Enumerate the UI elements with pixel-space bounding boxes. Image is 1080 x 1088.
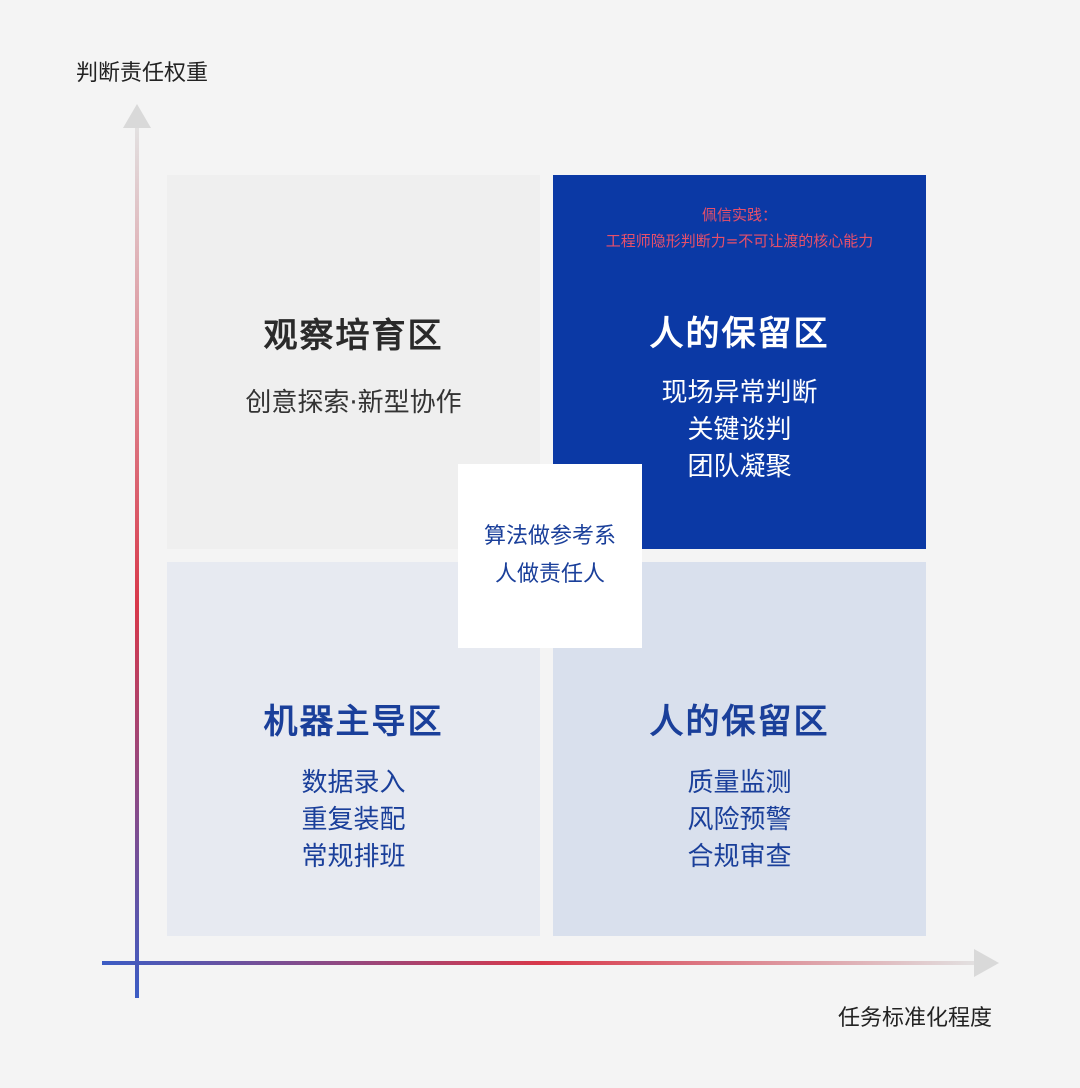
quadrant-item: 常规排班 bbox=[301, 842, 406, 872]
quadrant-title: 观察培育区 bbox=[263, 316, 444, 356]
quadrant-item: 重复装配 bbox=[301, 805, 406, 835]
y-axis-arrow-icon bbox=[123, 104, 151, 128]
quadrant-items: 创意探索·新型协作 bbox=[245, 385, 461, 422]
quadrant-item: 团队凝聚 bbox=[687, 452, 792, 482]
quadrant-title: 人的保留区 bbox=[649, 314, 830, 354]
x-axis-label: 任务标准化程度 bbox=[838, 1006, 993, 1031]
quadrant-item: 风险预警 bbox=[687, 805, 792, 835]
quadrant-items: 质量监测 风险预警 合规审查 bbox=[687, 765, 791, 876]
quadrant-item: 现场异常判断 bbox=[661, 378, 818, 408]
practice-note-line: 佩信实践： bbox=[701, 206, 777, 224]
quadrant-items: 现场异常判断 关键谈判 团队凝聚 bbox=[661, 375, 817, 486]
x-axis-arrow-icon bbox=[974, 949, 999, 977]
y-axis-line bbox=[135, 124, 139, 998]
quadrant-title: 人的保留区 bbox=[649, 702, 830, 742]
quadrant-item: 合规审查 bbox=[687, 842, 792, 872]
y-axis-label: 判断责任权重 bbox=[76, 61, 209, 86]
practice-note: 佩信实践： 工程师隐形判断力=不可让渡的核心能力 bbox=[606, 202, 874, 254]
quadrant-items: 数据录入 重复装配 常规排班 bbox=[301, 765, 405, 876]
quadrant-item: 质量监测 bbox=[687, 768, 792, 798]
center-box: 算法做参考系 人做责任人 bbox=[458, 464, 642, 648]
quadrant-title: 机器主导区 bbox=[263, 702, 444, 742]
quadrant-item: 关键谈判 bbox=[687, 415, 792, 445]
x-axis-line bbox=[102, 961, 980, 965]
center-line: 人做责任人 bbox=[494, 562, 605, 587]
quadrant-item: 创意探索·新型协作 bbox=[245, 388, 462, 418]
center-line: 算法做参考系 bbox=[483, 524, 616, 549]
practice-note-line: 工程师隐形判断力=不可让渡的核心能力 bbox=[605, 232, 874, 250]
quadrant-item: 数据录入 bbox=[301, 768, 406, 798]
